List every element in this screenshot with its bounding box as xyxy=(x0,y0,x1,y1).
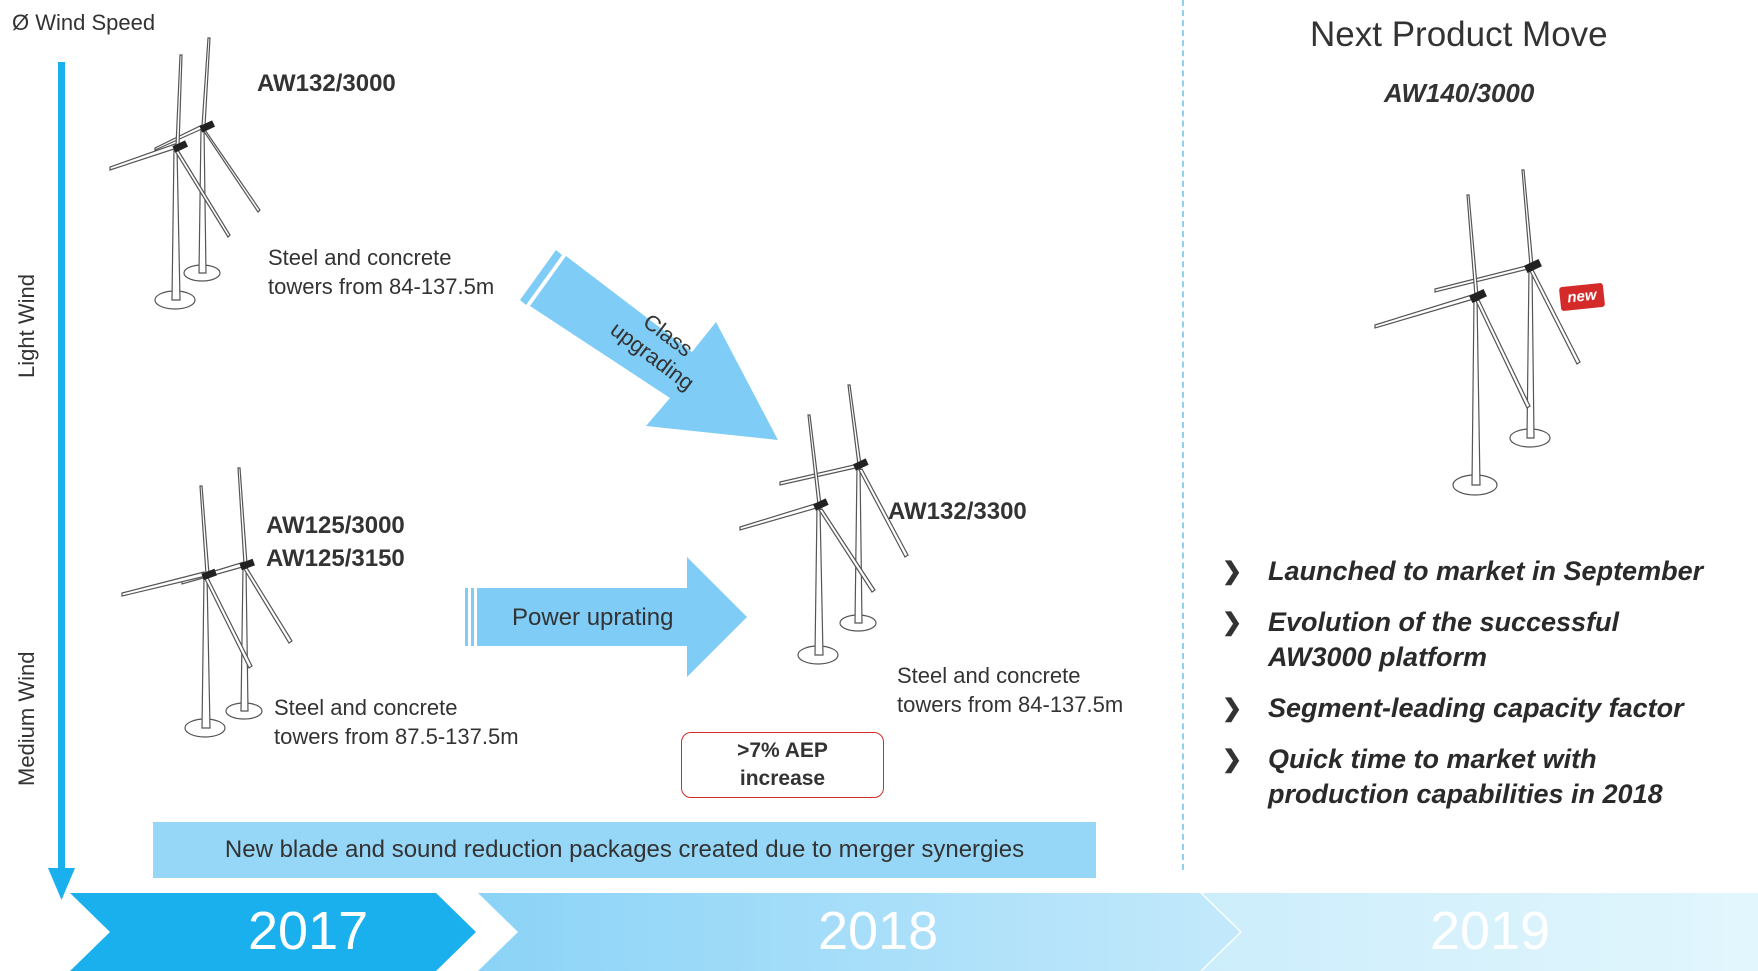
year-2017: 2017 xyxy=(248,901,369,961)
model-aw132-3300: AW132/3300 xyxy=(888,498,1027,525)
turbine-aw132-3000-icon xyxy=(109,37,261,310)
next-product-title: Next Product Move xyxy=(1310,15,1608,54)
power-uprating-arrow xyxy=(465,557,747,677)
light-wind-label: Light Wind xyxy=(14,274,39,378)
turbine-aw132-3300-icon xyxy=(739,384,909,665)
tower-spec-3-line2: towers from 84-137.5m xyxy=(897,692,1124,717)
aep-line1: >7% AEP xyxy=(737,739,828,762)
medium-wind-label: Medium Wind xyxy=(14,651,39,786)
tower-spec-2-line2: towers from 87.5-137.5m xyxy=(274,724,519,749)
timeline-2018 xyxy=(478,893,1240,971)
power-uprating-label: Power uprating xyxy=(512,604,674,631)
tower-spec-3: Steel and concrete towers from 84-137.5m xyxy=(897,661,1123,719)
tower-spec-1-line2: towers from 84-137.5m xyxy=(268,274,495,299)
wind-speed-title: Ø Wind Speed xyxy=(12,10,156,35)
aep-increase-box: >7% AEP increase xyxy=(681,732,884,798)
tower-spec-1-line1: Steel and concrete xyxy=(268,245,452,270)
timeline-2019 xyxy=(1202,893,1758,971)
model-aw125-3000: AW125/3000 xyxy=(266,512,405,539)
tower-spec-2-line1: Steel and concrete xyxy=(274,695,458,720)
timeline xyxy=(70,893,1758,971)
turbine-aw140-3000-icon xyxy=(1374,169,1581,496)
feature-item: ❯ Evolution of the successful AW3000 pla… xyxy=(1222,607,1620,672)
turbine-aw125-icon xyxy=(121,467,293,738)
tower-spec-3-line1: Steel and concrete xyxy=(897,663,1081,688)
aep-line2: increase xyxy=(739,767,826,790)
feature-item: ❯ Quick time to market with production c… xyxy=(1222,744,1663,809)
chevron-right-icon: ❯ xyxy=(1222,695,1243,722)
feature-item: ❯ Segment-leading capacity factor xyxy=(1222,691,1742,726)
tower-spec-2: Steel and concrete towers from 87.5-137.… xyxy=(274,693,519,751)
model-aw132-3000: AW132/3000 xyxy=(257,70,396,97)
year-2018: 2018 xyxy=(818,901,939,961)
wind-speed-axis-arrow xyxy=(48,62,75,900)
model-aw125-3150: AW125/3150 xyxy=(266,545,405,572)
timeline-2017 xyxy=(70,893,476,971)
chevron-right-icon: ❯ xyxy=(1222,609,1243,636)
synergies-banner: New blade and sound reduction packages c… xyxy=(153,822,1096,878)
next-product-model: AW140/3000 xyxy=(1384,78,1535,108)
chevron-right-icon: ❯ xyxy=(1222,558,1243,585)
year-2019: 2019 xyxy=(1430,901,1551,961)
new-badge: new xyxy=(1558,282,1606,312)
tower-spec-1: Steel and concrete towers from 84-137.5m xyxy=(268,243,494,301)
section-divider xyxy=(1182,0,1184,870)
chevron-right-icon: ❯ xyxy=(1222,746,1243,773)
class-upgrading-arrow xyxy=(520,250,778,440)
feature-list: ❯ Launched to market in September ❯ Evol… xyxy=(1222,554,1742,828)
feature-item: ❯ Launched to market in September xyxy=(1222,554,1742,589)
